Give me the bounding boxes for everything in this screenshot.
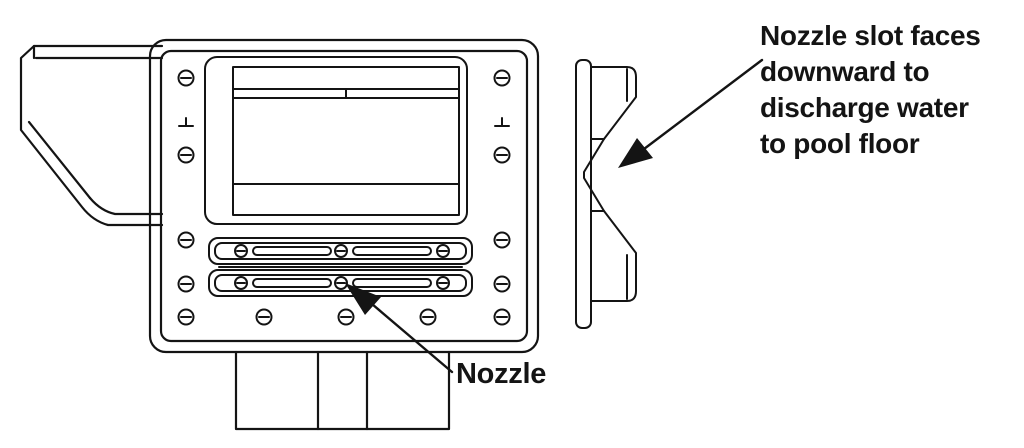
nozzle-side-view	[575, 59, 637, 329]
annotation-line: Nozzle slot faces	[760, 20, 981, 51]
annotation-line: to pool floor	[760, 128, 920, 159]
annotation-nozzle: Nozzle	[456, 358, 547, 390]
annotation-line: downward to	[760, 56, 930, 87]
skimmer-throat-left	[19, 44, 164, 227]
weir-window	[204, 56, 468, 225]
bottom-pipe	[234, 350, 451, 431]
nozzle-leader-arrow	[345, 283, 454, 374]
nozzle-bars	[208, 237, 473, 297]
annotation-line: discharge water	[760, 92, 969, 123]
annotation-nozzle-slot: Nozzle slot faces downward to discharge …	[760, 18, 1024, 162]
slot-leader-arrow	[618, 58, 764, 168]
faceplate-front-view	[148, 38, 540, 354]
line-art-root	[19, 38, 764, 431]
level-marks	[178, 117, 510, 127]
mounting-screws	[177, 69, 511, 326]
